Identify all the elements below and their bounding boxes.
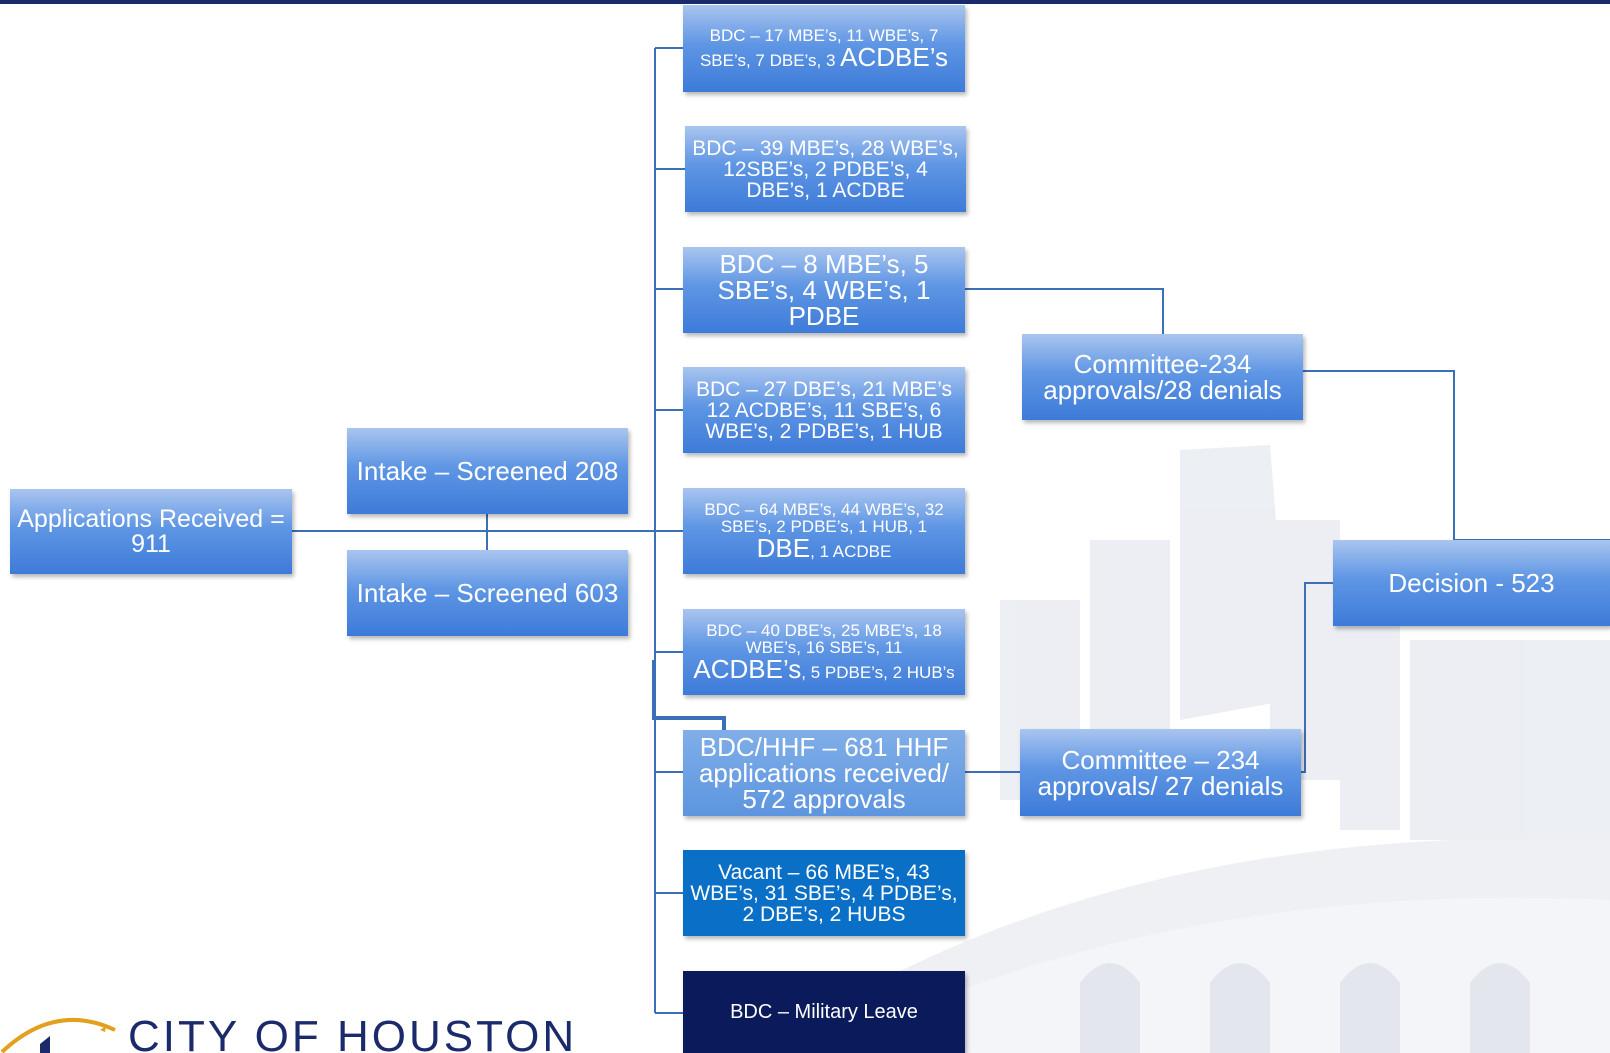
decision-label: Decision - 523 xyxy=(1388,568,1555,598)
intake-screened-603-box: Intake – Screened 603 xyxy=(347,550,628,636)
intake-screened-208-label: Intake – Screened 208 xyxy=(356,456,619,486)
intake-screened-603-label: Intake – Screened 603 xyxy=(356,578,619,608)
bdc-box-2-label: BDC – 39 MBE’s, 28 WBE’s, 12SBE’s, 2 PDB… xyxy=(692,136,959,202)
applications-received-label: Applications Received = 911 xyxy=(17,504,285,558)
bdc-box-6-emphasis: ACDBE’s xyxy=(693,654,802,684)
bdc-box-1: BDC – 17 MBE’s, 11 WBE’s, 7 SBE’s, 7 DBE… xyxy=(683,5,965,92)
committee-top-box: Committee-234 approvals/28 denials xyxy=(1022,334,1303,420)
top-accent-bar xyxy=(0,0,1610,4)
vacant-label: Vacant – 66 MBE’s, 43 WBE’s, 31 SBE’s, 4… xyxy=(690,860,958,926)
bdc-box-3-label: BDC – 8 MBE’s, 5 SBE’s, 4 WBE’s, 1 PDBE xyxy=(717,249,931,331)
city-seal-icon xyxy=(0,1018,116,1053)
bdc-box-4: BDC – 27 DBE’s, 21 MBE’s 12 ACDBE’s, 11 … xyxy=(683,367,965,453)
bdc-hhf-label: BDC/HHF – 681 HHF applications received/… xyxy=(698,732,950,814)
committee-bottom-label: Committee – 234 approvals/ 27 denials xyxy=(1037,744,1284,801)
bdc-box-5-emphasis: DBE xyxy=(756,533,811,563)
bdc-box-5-label: BDC – 64 MBE’s, 44 WBE’s, 32 SBE’s, 2 PD… xyxy=(704,500,944,536)
bdc-box-4-label: BDC – 27 DBE’s, 21 MBE’s 12 ACDBE’s, 11 … xyxy=(696,377,952,443)
military-leave-box: BDC – Military Leave xyxy=(683,971,965,1053)
bdc-box-6-suffix: , 5 PDBE’s, 2 HUB’s xyxy=(801,663,955,682)
bdc-box-1-emphasis: ACDBE’s xyxy=(840,42,949,72)
bdc-box-6-label: BDC – 40 DBE’s, 25 MBE’s, 18 WBE’s, 16 S… xyxy=(706,621,942,657)
committee-top-label: Committee-234 approvals/28 denials xyxy=(1043,349,1282,405)
city-logo-text: CITY OF HOUSTON xyxy=(128,1012,578,1053)
bdc-box-5: BDC – 64 MBE’s, 44 WBE’s, 32 SBE’s, 2 PD… xyxy=(683,488,965,574)
applications-received-box: Applications Received = 911 xyxy=(10,489,292,574)
city-logo: CITY OF HOUSTON xyxy=(0,1012,600,1053)
decision-box: Decision - 523 xyxy=(1333,540,1610,626)
bdc-hhf-box: BDC/HHF – 681 HHF applications received/… xyxy=(683,730,965,816)
bdc-box-5-suffix: , 1 ACDBE xyxy=(810,542,892,561)
bdc-box-3: BDC – 8 MBE’s, 5 SBE’s, 4 WBE’s, 1 PDBE xyxy=(683,247,965,333)
bdc-box-6: BDC – 40 DBE’s, 25 MBE’s, 18 WBE’s, 16 S… xyxy=(683,609,965,695)
bdc-box-1-label: BDC – 17 MBE’s, 11 WBE’s, 7 SBE’s, 7 DBE… xyxy=(699,26,939,70)
vacant-box: Vacant – 66 MBE’s, 43 WBE’s, 31 SBE’s, 4… xyxy=(683,850,965,936)
military-leave-label: BDC – Military Leave xyxy=(730,1001,918,1023)
bdc-box-2: BDC – 39 MBE’s, 28 WBE’s, 12SBE’s, 2 PDB… xyxy=(685,126,966,212)
committee-bottom-box: Committee – 234 approvals/ 27 denials xyxy=(1020,729,1301,816)
intake-screened-208-box: Intake – Screened 208 xyxy=(347,428,628,514)
